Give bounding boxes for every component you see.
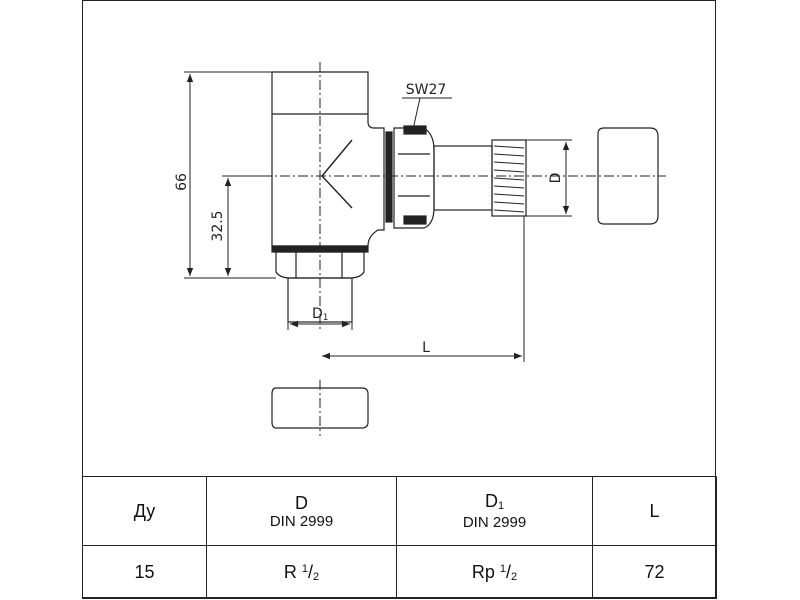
dim-325-label: 32.5	[210, 210, 226, 241]
header-d: D DIN 2999	[206, 476, 397, 546]
dim-66-label: 66	[174, 173, 190, 191]
cell-l: 72	[592, 545, 717, 599]
valve-body	[271, 71, 385, 247]
bottom-cap	[271, 387, 369, 429]
threaded-end	[491, 139, 527, 217]
table-header-row: Ду D DIN 2999 D1 DIN 2999 L	[82, 476, 717, 546]
tailpiece	[433, 145, 493, 211]
union-nut	[393, 127, 435, 229]
cell-d1: Rp 1/2	[396, 545, 593, 599]
dim-l-label: L	[422, 340, 430, 356]
cell-d: R 1/2	[206, 545, 397, 599]
header-d1: D1 DIN 2999	[396, 476, 593, 546]
sw27-label: SW27	[406, 82, 447, 98]
thread-lines	[493, 145, 525, 213]
header-dn: Ду	[82, 476, 207, 546]
dim-d-label: D	[548, 173, 564, 184]
union-ring-bottom	[403, 215, 427, 225]
spec-table: Ду D DIN 2999 D1 DIN 2999 L 15 R 1/2 Rp …	[82, 476, 717, 599]
union-ring-left	[385, 131, 393, 223]
bottom-hex-faces	[295, 252, 343, 278]
union-nut-lines	[398, 153, 430, 197]
valve-internal-v	[321, 139, 353, 209]
table-row: 15 R 1/2 Rp 1/2 72	[82, 545, 717, 599]
valve-technical-drawing: 66 32.5 D D1 L SW27	[174, 62, 666, 436]
centre-lines	[262, 62, 666, 436]
sw27-leader	[411, 97, 421, 135]
side-cap	[597, 127, 659, 225]
union-ring-right	[403, 125, 427, 135]
dim-d1-label: D1	[312, 306, 329, 323]
cell-dn: 15	[82, 545, 207, 599]
header-l: L	[592, 476, 717, 546]
